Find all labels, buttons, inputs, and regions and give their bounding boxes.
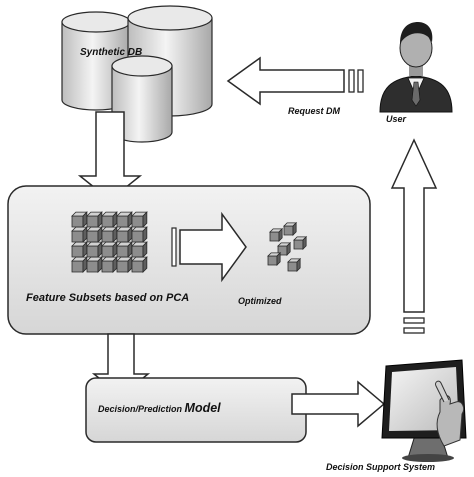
decision-support-system-label: Decision Support System [326,462,436,472]
grid-cube [86,256,103,273]
grid-cube [116,211,133,228]
optimized-cubes-icon [267,221,308,272]
grid-cube [131,226,148,243]
grid-cube [101,211,118,228]
grid-cube [101,226,118,243]
grid-cube [131,256,148,273]
arrow-request-dm [226,56,364,106]
grid-cube [101,256,118,273]
optimized-cube [269,227,284,242]
grid-cube [71,211,88,228]
decision-model-label: Decision/Prediction Model [98,401,221,415]
grid-cube [131,241,148,258]
grid-cube [131,211,148,228]
grid-cube [71,226,88,243]
decision-prefix-text: Decision/Prediction [98,404,183,414]
grid-cube [116,256,133,273]
grid-cube [86,241,103,258]
database-icon [61,5,213,143]
optimized-label: Optimized [238,296,282,306]
synthetic-db-label: Synthetic DB [80,47,143,58]
optimized-cube [283,221,298,236]
arrow-to-optimized [171,211,247,283]
grid-cube [71,256,88,273]
user-avatar-icon [379,22,453,113]
database-cylinder-front [111,55,173,143]
request-dm-label: Request DM [288,106,341,116]
optimized-cube [267,251,282,266]
grid-cube [86,211,103,228]
user-label: User [386,114,407,124]
grid-cube [116,226,133,243]
grid-cube [86,226,103,243]
arrow-result-to-user [390,138,438,334]
grid-cube [71,241,88,258]
cube-grid-icon [71,211,148,273]
optimized-cube [293,235,308,250]
arrow-model-to-dss [291,380,386,428]
grid-cube [116,241,133,258]
feature-subsets-label: Feature Subsets based on PCA [26,292,190,304]
optimized-cube [287,257,302,272]
decision-model-text: Model [184,401,221,415]
grid-cube [101,241,118,258]
monitor-touch-icon [381,359,467,462]
